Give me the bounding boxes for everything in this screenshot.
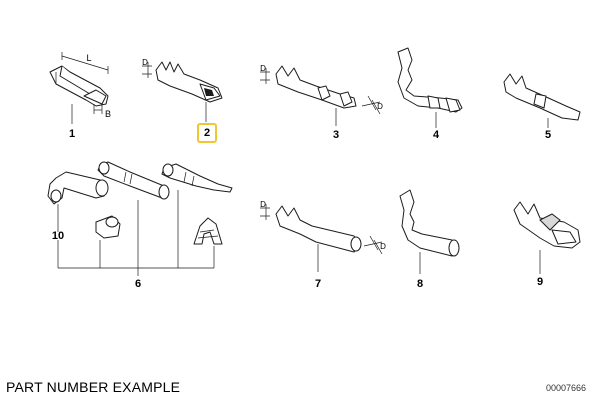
part-6-drawing	[58, 161, 233, 276]
part-5-drawing	[503, 73, 581, 128]
part-label-5[interactable]: 5	[544, 129, 552, 141]
part-label-1[interactable]: 1	[68, 128, 76, 140]
dim-label-diameter-3: D	[260, 64, 266, 73]
part-7-drawing	[260, 204, 383, 272]
part-8-drawing	[399, 189, 460, 274]
dim-label-diameter-7b: D	[380, 242, 386, 251]
part-10-drawing	[47, 171, 109, 268]
part-1-drawing	[49, 52, 109, 124]
diagram-reference-number: 00007666	[545, 383, 586, 393]
part-label-3[interactable]: 3	[332, 129, 340, 141]
dim-label-width: B	[104, 109, 111, 119]
part-number-example-caption: PART NUMBER EXAMPLE	[6, 379, 181, 395]
dim-label-diameter-7: D	[260, 200, 266, 209]
part-label-4[interactable]: 4	[432, 129, 440, 141]
part-label-6[interactable]: 6	[134, 278, 142, 290]
part-3-drawing	[260, 65, 381, 126]
part-label-7[interactable]: 7	[314, 278, 322, 290]
part-label-9[interactable]: 9	[536, 276, 544, 288]
part-label-2[interactable]: 2	[203, 127, 211, 139]
part-label-2-highlight[interactable]: 2	[197, 123, 217, 143]
part-4-drawing	[397, 47, 463, 128]
part-label-10[interactable]: 10	[51, 230, 65, 242]
dim-label-length: L	[86, 53, 92, 63]
dim-label-diameter-2: D	[142, 58, 148, 67]
part-2-drawing	[142, 61, 223, 122]
part-label-8[interactable]: 8	[416, 278, 424, 290]
dim-label-diameter-3b: D	[377, 102, 383, 111]
part-9-drawing	[513, 201, 581, 274]
